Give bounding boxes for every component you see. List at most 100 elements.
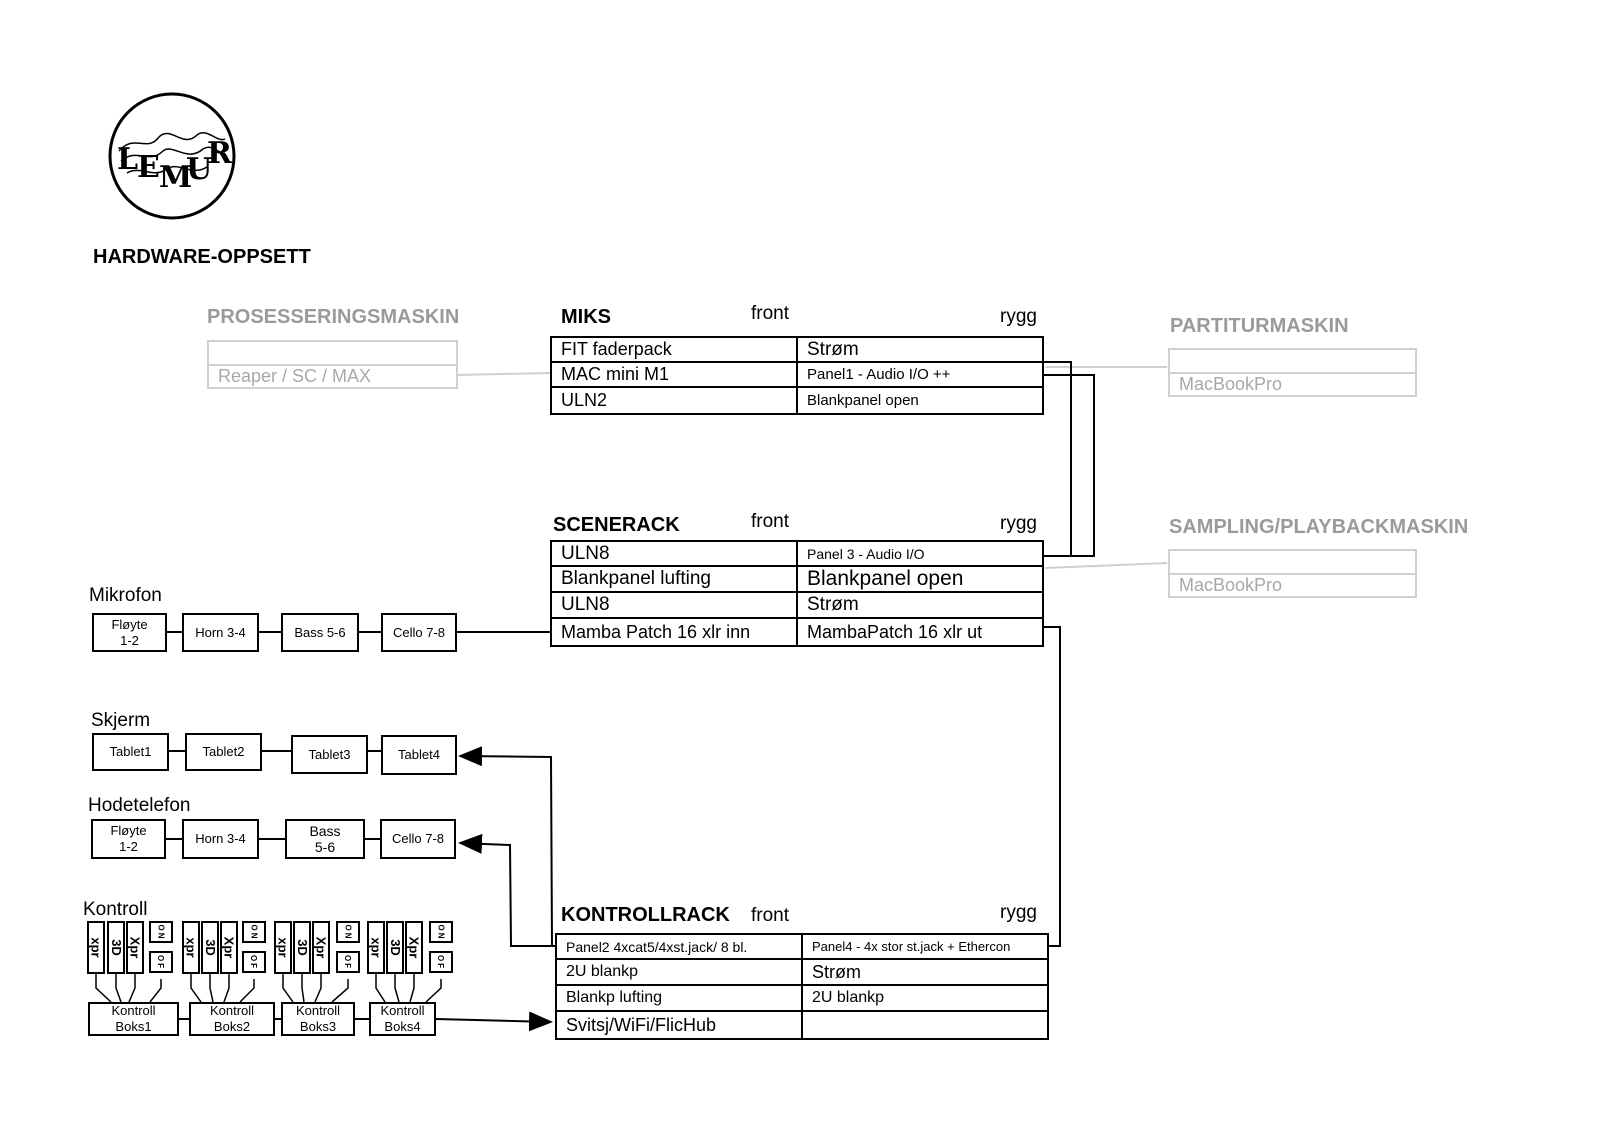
miks-rack: FIT faderpack Strøm MAC mini M1 Panel1 -… — [550, 336, 1044, 415]
switch-off: OF — [242, 951, 266, 973]
kontroll-boks3: Kontroll Boks3 — [281, 1002, 355, 1036]
kontrollrack-rear-label: rygg — [1000, 902, 1037, 923]
svg-text:L: L — [117, 142, 138, 177]
switch-on: ON — [242, 921, 266, 943]
pedal-xpr: xpr — [87, 921, 105, 974]
svg-text:U: U — [186, 152, 212, 187]
page-title: HARDWARE-OPPSETT — [93, 246, 311, 268]
miks-front-cell: ULN2 — [552, 388, 798, 413]
kontrollrack-title: KONTROLLRACK — [561, 904, 730, 926]
skjerm-tablet4: Tablet4 — [381, 735, 457, 775]
miks-row: FIT faderpack Strøm — [552, 338, 1042, 363]
partitur-title: PARTITURMASKIN — [1170, 315, 1349, 337]
kontroll-boks1: Kontroll Boks1 — [88, 1002, 179, 1036]
pedal-3d: 3D — [107, 921, 125, 974]
scenerack-row: Blankpanel lufting Blankpanel open — [552, 567, 1042, 593]
scenerack-row: ULN8 Strøm — [552, 593, 1042, 619]
miks-rear-cell: Strøm — [807, 338, 859, 360]
mikrofon-horn: Horn 3-4 — [182, 613, 259, 652]
kontroll-boks2: Kontroll Boks2 — [189, 1002, 275, 1036]
sampling-title: SAMPLING/PLAYBACKMASKIN — [1169, 516, 1469, 538]
partitur-machine: MacBookPro — [1179, 374, 1283, 394]
sampling-machine: MacBookPro — [1179, 575, 1283, 595]
kontrollrack-front-cell: Panel2 4xcat5/4xst.jack/ 8 bl. — [557, 935, 803, 958]
pedal-xpr: Xpr — [126, 921, 144, 974]
switch-off: OF — [149, 951, 173, 973]
mikrofon-title: Mikrofon — [89, 585, 162, 606]
kontrollrack-rear-cell: 2U blankp — [812, 989, 885, 1006]
pedal-3d: 3D — [293, 921, 311, 974]
mikrofon-cello: Cello 7-8 — [381, 613, 457, 652]
scenerack-rear-cell: Panel 3 - Audio I/O — [807, 545, 925, 562]
arrow-to-cello — [458, 833, 556, 947]
scenerack-row: ULN8 Panel 3 - Audio I/O — [552, 542, 1042, 567]
scenerack-front-cell: ULN8 — [552, 542, 798, 565]
partitur-machine-box: MacBookPro — [1168, 348, 1417, 397]
scenerack-rear-cell: Blankpanel open — [807, 567, 964, 590]
skjerm-tablet2: Tablet2 — [185, 733, 262, 771]
kontrollrack-row: 2U blankp Strøm — [557, 960, 1047, 986]
kontrollrack-front-cell: Blankp lufting — [557, 986, 803, 1010]
miks-front-cell: FIT faderpack — [552, 338, 798, 361]
scenerack-title: SCENERACK — [553, 514, 680, 536]
kontrollrack-front-label: front — [751, 905, 790, 926]
kontrollrack-row: Blankp lufting 2U blankp — [557, 986, 1047, 1012]
pedal-3d: 3D — [386, 921, 404, 974]
scenerack-rear-label: rygg — [1000, 513, 1037, 534]
processing-machine-box: Reaper / SC / MAX — [207, 340, 458, 389]
miks-front-cell: MAC mini M1 — [552, 363, 798, 386]
switch-off: OF — [336, 951, 360, 973]
hodetelefon-cello: Cello 7-8 — [380, 819, 456, 859]
kontroll-title: Kontroll — [83, 899, 148, 920]
hodetelefon-horn: Horn 3-4 — [182, 819, 259, 859]
svg-text:E: E — [137, 150, 160, 185]
line-miks-scenerack-a — [1042, 361, 1072, 557]
svg-text:R: R — [207, 136, 233, 171]
switch-off: OF — [429, 951, 453, 973]
kontrollrack-rack: Panel2 4xcat5/4xst.jack/ 8 bl. Panel4 - … — [555, 933, 1049, 1040]
pedal-xpr: Xpr — [312, 921, 330, 974]
kontrollrack-rear-cell — [803, 1012, 1047, 1038]
miks-rear-cell: Panel1 - Audio I/O ++ — [807, 366, 951, 383]
skjerm-tablet1: Tablet1 — [92, 733, 169, 771]
hodetelefon-bass: Bass 5-6 — [285, 819, 365, 859]
scenerack-rear-cell: MambaPatch 16 xlr ut — [807, 621, 983, 642]
arrow-to-tablet4 — [458, 746, 553, 947]
hodetelefon-floyte: Fløyte 1-2 — [91, 819, 166, 859]
scenerack-front-cell: Mamba Patch 16 xlr inn — [552, 619, 798, 645]
miks-title: MIKS — [561, 306, 611, 328]
processing-machine: Reaper / SC / MAX — [218, 366, 372, 386]
scenerack-rear-cell: Strøm — [807, 594, 859, 615]
kontrollrack-rear-cell: Strøm — [812, 961, 861, 982]
switch-on: ON — [429, 921, 453, 943]
kontrollrack-row: Panel2 4xcat5/4xst.jack/ 8 bl. Panel4 - … — [557, 935, 1047, 960]
skjerm-title: Skjerm — [91, 710, 151, 731]
pedal-xpr: xpr — [367, 921, 385, 974]
mikrofon-floyte: Fløyte 1-2 — [92, 613, 167, 652]
kontroll-boks4: Kontroll Boks4 — [369, 1002, 436, 1036]
pedal-xpr: xpr — [274, 921, 292, 974]
miks-rear-label: rygg — [1000, 306, 1037, 327]
switch-on: ON — [149, 921, 173, 943]
sampling-machine-box: MacBookPro — [1168, 549, 1417, 598]
processing-title: PROSESSERINGSMASKIN — [207, 306, 460, 328]
scenerack-front-label: front — [751, 511, 790, 532]
line-scenerack-kontrollrack — [1042, 626, 1061, 947]
scenerack-front-cell: Blankpanel lufting — [552, 567, 798, 591]
hodetelefon-title: Hodetelefon — [88, 795, 191, 816]
scenerack-front-cell: ULN8 — [552, 593, 798, 617]
pedal-xpr: xpr — [182, 921, 200, 974]
line-scenerack-sampling — [1044, 562, 1168, 569]
arrow-to-svitsj — [435, 1011, 553, 1032]
kontrollrack-rear-cell: Panel4 - 4x stor st.jack + Ethercon — [812, 939, 1011, 954]
skjerm-tablet3: Tablet3 — [291, 735, 368, 774]
mikrofon-bass: Bass 5-6 — [281, 613, 359, 652]
kontrollrack-row: Svitsj/WiFi/FlicHub — [557, 1012, 1047, 1038]
miks-row: MAC mini M1 Panel1 - Audio I/O ++ — [552, 363, 1042, 388]
switch-on: ON — [336, 921, 360, 943]
line-processing-miks — [455, 372, 553, 376]
line-miks-scenerack-b — [1042, 374, 1095, 557]
pedal-wires — [95, 974, 442, 1003]
kontrollrack-front-cell: Svitsj/WiFi/FlicHub — [557, 1012, 803, 1038]
